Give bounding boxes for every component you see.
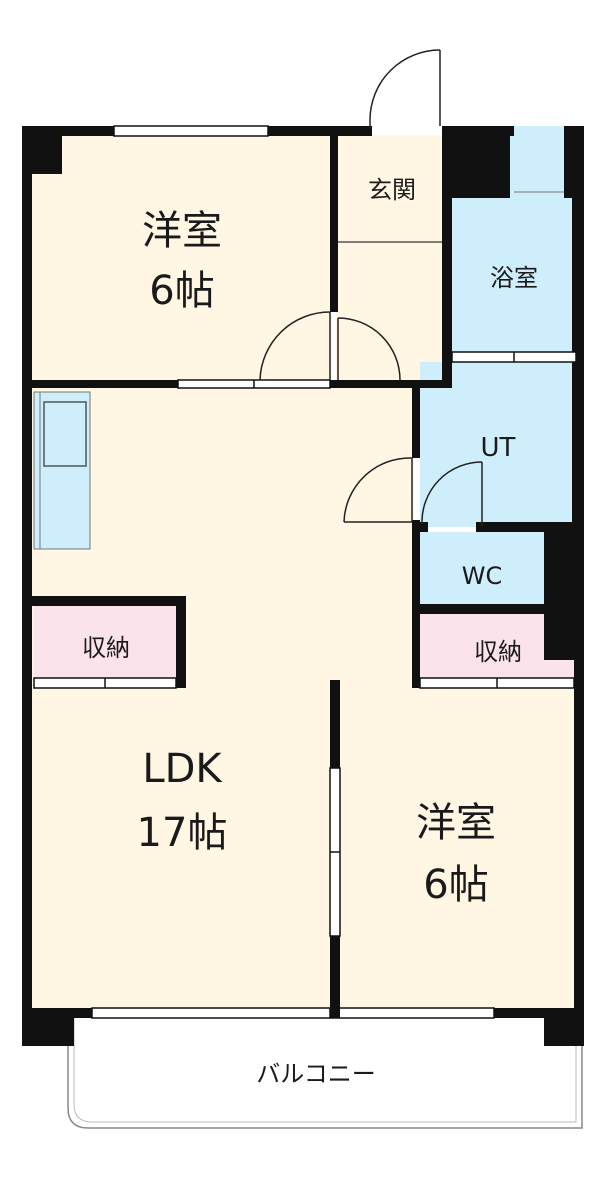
room-western-bottom bbox=[338, 686, 577, 1010]
bathroom-name: 浴室 bbox=[490, 264, 538, 292]
bath-window-recess bbox=[514, 126, 564, 192]
storage-left-name: 収納 bbox=[82, 634, 130, 662]
western-top-name: 洋室 bbox=[142, 208, 222, 254]
ldk-name: LDK bbox=[142, 746, 223, 792]
sliding-doors bbox=[33, 351, 577, 937]
room-toilet bbox=[420, 532, 545, 606]
room-utility bbox=[420, 362, 577, 527]
western-bottom-name: 洋室 bbox=[416, 800, 496, 846]
toilet-name: WC bbox=[462, 562, 503, 590]
balcony-outline bbox=[67, 1018, 583, 1129]
kitchen-sink bbox=[43, 401, 87, 467]
utility-name: UT bbox=[481, 433, 516, 463]
ldk-size: 17帖 bbox=[137, 810, 228, 856]
western-top-size: 6帖 bbox=[149, 268, 214, 314]
storage-right-name: 収納 bbox=[474, 638, 522, 666]
swing-doors bbox=[259, 49, 483, 526]
balcony-outline-inner bbox=[73, 1018, 577, 1123]
balcony-name: バルコニー bbox=[256, 1060, 376, 1088]
windows bbox=[91, 125, 495, 1019]
entrance-name: 玄関 bbox=[368, 176, 416, 204]
room-entrance bbox=[336, 135, 446, 383]
room-storage-left bbox=[34, 604, 180, 686]
room-western-top bbox=[30, 135, 332, 383]
western-bottom-size: 6帖 bbox=[423, 862, 488, 908]
